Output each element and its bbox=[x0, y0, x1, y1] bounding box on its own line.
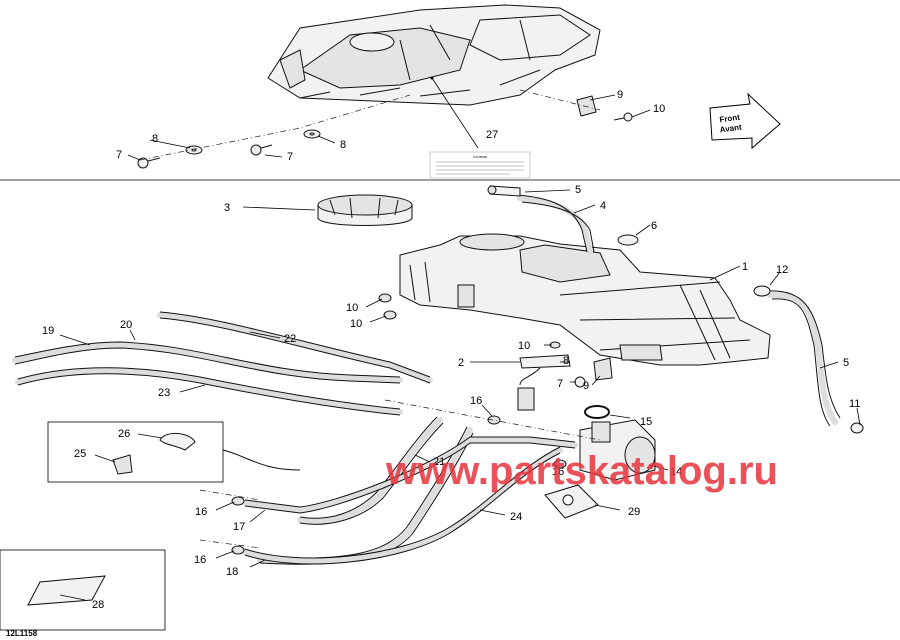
callout-16-a: 16 bbox=[470, 395, 482, 407]
callout-17: 17 bbox=[233, 521, 245, 533]
inset-box-clip bbox=[47, 421, 301, 483]
fuel-line-24 bbox=[257, 426, 474, 565]
callout-9-mid: 9 bbox=[583, 380, 589, 392]
callout-10-top: 10 bbox=[653, 103, 665, 115]
clamp-6 bbox=[617, 234, 639, 246]
callout-4: 4 bbox=[600, 200, 606, 212]
clamp-12 bbox=[753, 285, 771, 297]
bracket-9-top bbox=[576, 95, 597, 117]
callout-22: 22 bbox=[284, 333, 296, 345]
callout-23: 23 bbox=[158, 387, 170, 399]
hose-5-right bbox=[767, 290, 841, 427]
drawing-reference-code: 12L1158 bbox=[6, 629, 38, 638]
bracket-9-mid bbox=[593, 357, 613, 381]
screw-7-left bbox=[137, 157, 161, 169]
callout-20: 20 bbox=[120, 319, 132, 331]
grommet-10-a bbox=[378, 293, 392, 303]
callout-7-right: 7 bbox=[557, 378, 563, 390]
callout-19: 19 bbox=[42, 325, 54, 337]
vent-hose-4 bbox=[517, 194, 595, 255]
callout-15: 15 bbox=[640, 416, 652, 428]
callout-21: 21 bbox=[433, 456, 445, 468]
callout-6: 6 bbox=[651, 220, 657, 232]
callout-10-b: 10 bbox=[350, 318, 362, 330]
clamp-16-d bbox=[231, 545, 245, 555]
callout-5-right: 5 bbox=[843, 357, 849, 369]
fuel-line-17 bbox=[242, 436, 578, 514]
front-arrow-line1: Front bbox=[719, 113, 741, 125]
watermark-text: www.partskatalog.ru bbox=[385, 449, 778, 493]
callout-7-mid: 7 bbox=[287, 151, 293, 163]
callout-12: 12 bbox=[776, 264, 788, 276]
fuel-pump bbox=[579, 419, 656, 481]
fuel-line-18 bbox=[242, 446, 563, 565]
callout-27: 27 bbox=[486, 129, 498, 141]
callout-25: 25 bbox=[74, 448, 86, 460]
callout-8-mid-right: 8 bbox=[563, 355, 569, 367]
callout-8-left: 8 bbox=[152, 133, 158, 145]
front-arrow-line2: Avant bbox=[719, 122, 742, 134]
caution-label-sticker: CAUTION bbox=[429, 151, 531, 179]
callout-10-a: 10 bbox=[346, 302, 358, 314]
callout-29: 29 bbox=[628, 506, 640, 518]
callout-7-left: 7 bbox=[116, 149, 122, 161]
fitting-5-top bbox=[487, 185, 521, 197]
front-direction-arrow: Front Avant bbox=[709, 92, 781, 150]
screw-10-top bbox=[613, 112, 633, 122]
callout-16-c: 16 bbox=[195, 506, 207, 518]
callout-2: 2 bbox=[458, 357, 464, 369]
washer-8-mid bbox=[303, 129, 321, 139]
washer-8-left bbox=[185, 145, 203, 155]
grommet-10-b bbox=[383, 310, 397, 320]
fuel-tank-cap bbox=[317, 194, 413, 226]
leader-lines bbox=[59, 94, 861, 601]
vehicle-body-illustration bbox=[267, 4, 601, 106]
seal-ring-15 bbox=[584, 405, 610, 419]
clamp-16-a bbox=[487, 415, 501, 425]
callout-5-top: 5 bbox=[575, 184, 581, 196]
fuel-line-23 bbox=[15, 367, 403, 416]
callout-28: 28 bbox=[92, 599, 104, 611]
clamp-16-c bbox=[231, 496, 245, 506]
inset-box-pad bbox=[0, 549, 166, 631]
pump-mounting-plate bbox=[544, 484, 599, 519]
callout-labels: 8 7 7 8 9 10 27 3 5 4 6 1 12 5 11 10 10 … bbox=[42, 89, 860, 611]
callout-18: 18 bbox=[226, 566, 238, 578]
callout-26: 26 bbox=[118, 428, 130, 440]
fuel-tank bbox=[399, 233, 771, 366]
callout-8-mid: 8 bbox=[340, 139, 346, 151]
callout-24: 24 bbox=[510, 511, 522, 523]
callout-10-c: 10 bbox=[518, 340, 530, 352]
caution-label-heading: CAUTION bbox=[473, 155, 487, 159]
callout-14: 14 bbox=[670, 466, 682, 478]
callout-11: 11 bbox=[849, 398, 860, 410]
fuel-line-19 bbox=[12, 341, 403, 384]
callout-16-d: 16 bbox=[194, 554, 206, 566]
screw-7-mid bbox=[250, 144, 273, 156]
callout-16-b: 16 bbox=[552, 466, 564, 478]
callout-9-top: 9 bbox=[617, 89, 623, 101]
clamp-11 bbox=[850, 422, 864, 434]
callout-1: 1 bbox=[742, 261, 748, 273]
fuel-line-21 bbox=[297, 416, 444, 525]
callout-3: 3 bbox=[224, 202, 230, 214]
fuel-level-sensor bbox=[517, 354, 571, 411]
